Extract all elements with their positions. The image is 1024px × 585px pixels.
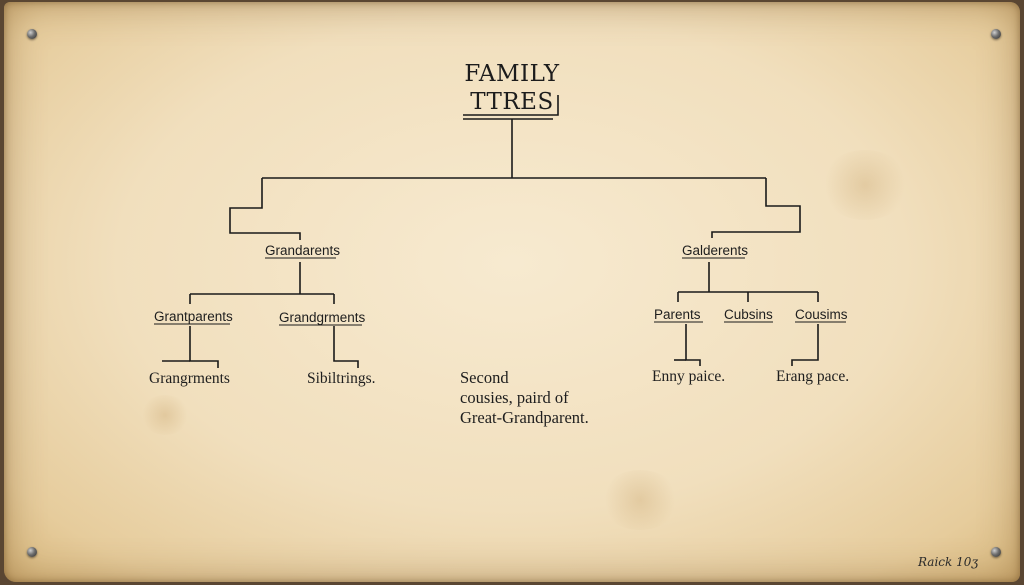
tree-title-line2: TTRES — [470, 89, 554, 115]
pin-top-left-icon — [27, 29, 37, 39]
left-child-1-label: Grantparents — [154, 309, 233, 324]
tree-title: FAMILY TTRES — [456, 60, 568, 116]
signature: Raick 10ʒ — [918, 555, 979, 569]
parchment-background — [4, 2, 1020, 582]
pin-bottom-left-icon — [27, 547, 37, 557]
right-child-3-label: Cousims — [795, 307, 848, 322]
paper-stain — [820, 150, 910, 220]
right-branch-label: Galderents — [682, 243, 749, 258]
center-note-line2: cousies, paird of — [460, 388, 569, 407]
right-child-2-label: Cubsins — [724, 307, 773, 322]
left-child-1-leaf: Grangrments — [149, 370, 230, 387]
left-branch-label: Grandarents — [265, 243, 341, 258]
left-child-2-leaf: Sibiltrings. — [307, 370, 376, 387]
pin-top-right-icon — [991, 29, 1001, 39]
center-note-line1: Second — [460, 368, 509, 387]
right-child-1-leaf: Enny paice. — [652, 368, 726, 385]
tree-title-line1: FAMILY — [464, 61, 560, 87]
center-note: Second cousies, paird of Great-Grandpare… — [460, 368, 589, 428]
pin-bottom-right-icon — [991, 547, 1001, 557]
right-child-3-leaf: Erang pace. — [776, 368, 850, 385]
paper-stain — [140, 395, 190, 435]
paper-stain — [600, 470, 680, 530]
center-note-line3: Great-Grandparent. — [460, 408, 589, 427]
left-child-2-label: Grandgrments — [279, 310, 366, 325]
right-child-1-label: Parents — [654, 307, 701, 322]
